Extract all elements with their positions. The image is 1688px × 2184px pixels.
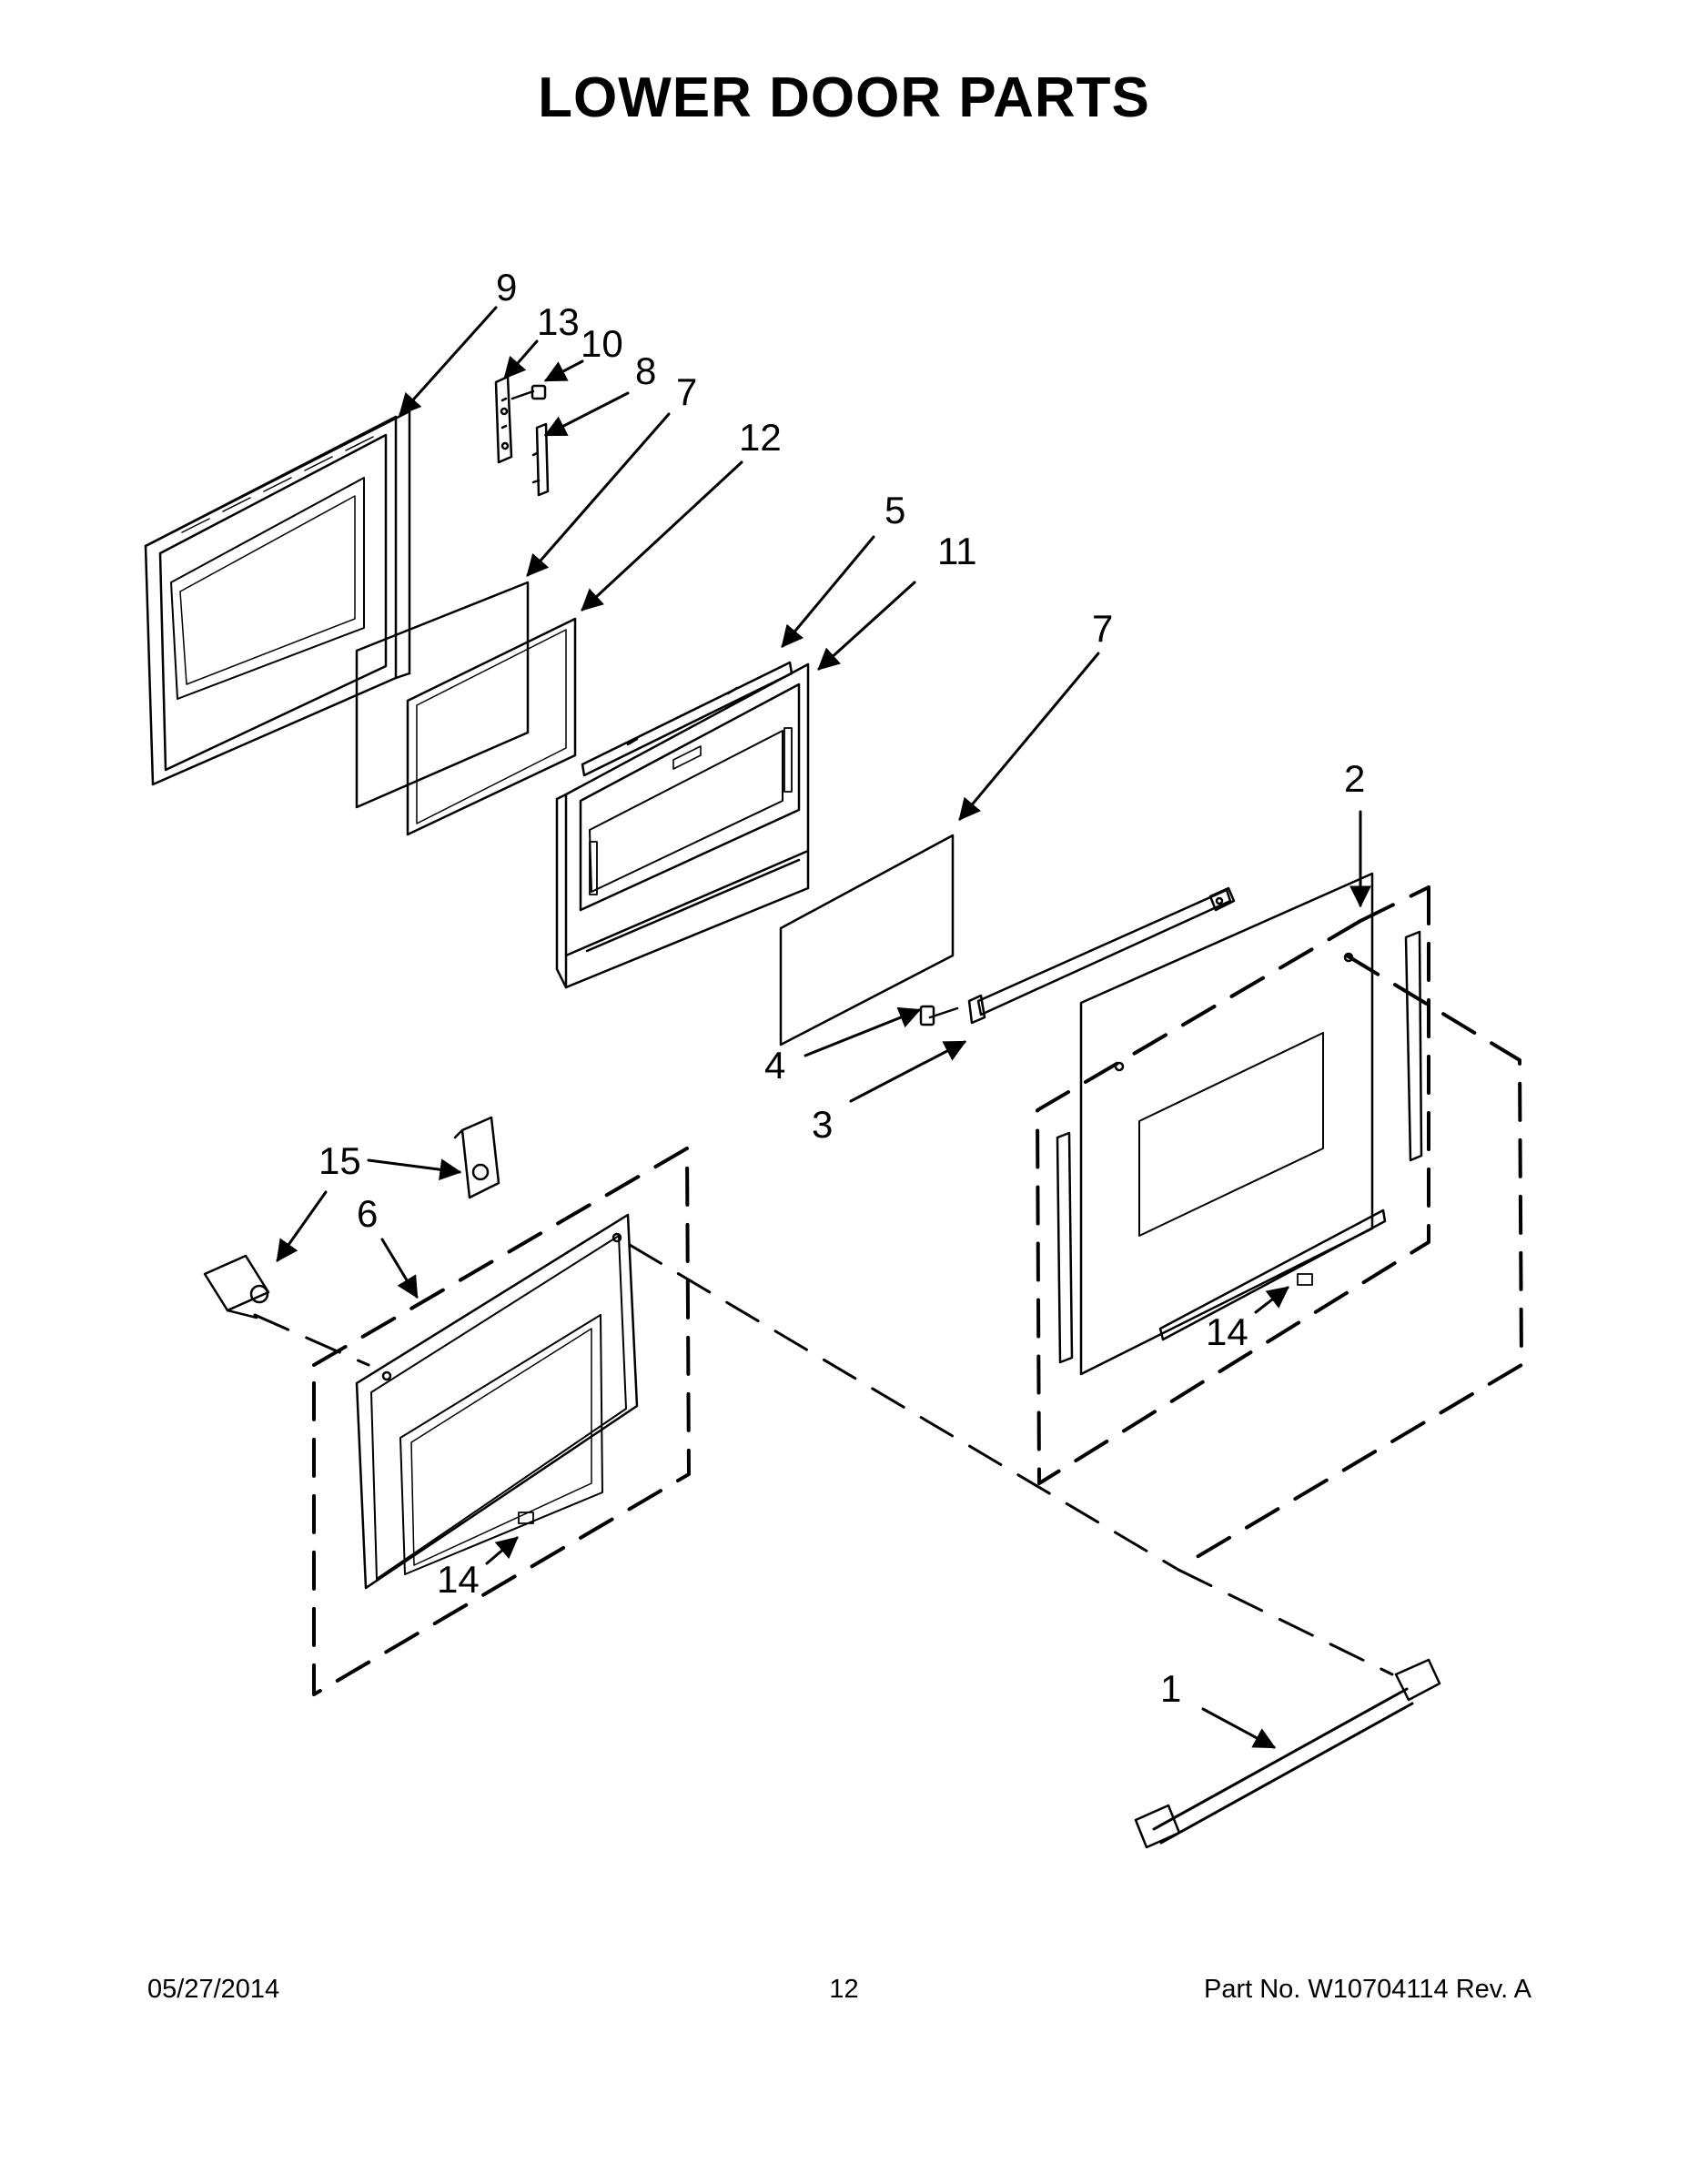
- callout-labels: 9 13 10 8 7 12 5 11 7 2 4 3 15 6 14 14 1: [318, 266, 1365, 1710]
- footer-date: 05/27/2014: [147, 1975, 280, 2004]
- footer-part-number: Part No. W10704114 Rev. A: [1203, 1975, 1531, 2004]
- outer-glass-assembly: [1056, 872, 1423, 1376]
- callout-5: 5: [884, 489, 905, 531]
- inner-door-panel: [144, 410, 411, 786]
- callout-15: 15: [318, 1139, 361, 1182]
- glass-panel-inner: [355, 581, 530, 809]
- callout-7-upper: 7: [676, 370, 697, 413]
- dashed-boundary-right: [1036, 885, 1523, 1567]
- callout-leaders: [276, 306, 1371, 1749]
- hinge-screw: [510, 384, 547, 400]
- door-handle: [1134, 1658, 1441, 1849]
- callout-11: 11: [937, 530, 977, 572]
- callout-14-right: 14: [1206, 1310, 1248, 1353]
- outer-door-panel: [355, 1213, 639, 1590]
- hinge-bracket: [494, 375, 513, 464]
- glass-gasket-frame: [406, 617, 577, 836]
- callout-7-lower: 7: [1092, 607, 1113, 650]
- door-hinge: [531, 422, 550, 497]
- callout-14-left: 14: [437, 1558, 480, 1601]
- callout-13: 13: [537, 300, 580, 343]
- door-top-channel: [581, 661, 793, 777]
- hinge-receptacle-upper: [453, 1116, 500, 1199]
- callout-9: 9: [496, 266, 517, 308]
- callout-3: 3: [812, 1103, 833, 1146]
- channel-screw: [919, 1005, 959, 1026]
- door-liner-frame: [555, 662, 810, 989]
- page-title: LOWER DOOR PARTS: [538, 66, 1150, 129]
- hinge-receptacle-lower: [203, 1254, 270, 1320]
- callout-8: 8: [635, 349, 656, 392]
- callout-10: 10: [581, 322, 623, 365]
- callout-1: 1: [1160, 1667, 1181, 1710]
- callout-6: 6: [357, 1192, 378, 1235]
- callout-4: 4: [764, 1044, 785, 1087]
- callout-12: 12: [739, 416, 782, 459]
- callout-2: 2: [1344, 757, 1365, 800]
- glass-panel-outer: [779, 834, 955, 1046]
- footer-page-number: 12: [829, 1975, 859, 2004]
- door-channel-bar: [967, 886, 1236, 1025]
- dashed-boundary-left: [312, 1147, 691, 1696]
- assembly-leader-lines: [253, 1243, 1394, 1676]
